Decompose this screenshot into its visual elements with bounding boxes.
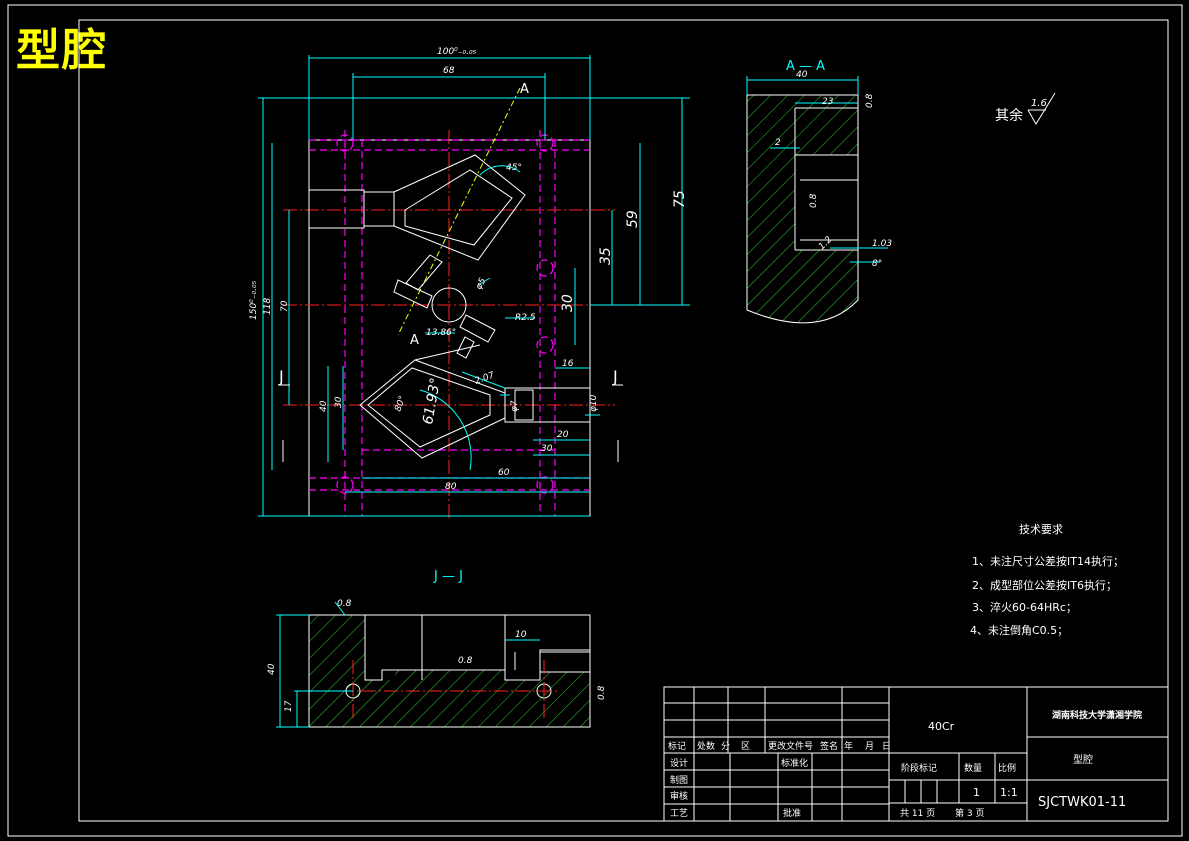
roughness-rest: 其余 1.6 [995,92,1056,125]
qty-value: 1 [973,786,980,799]
dim-45deg: 45° [506,163,522,173]
part-name: 型腔 [1073,753,1093,766]
section-aa-view: A — A 40 23 0.8 2 0.8 1.2 1.03 8° [746,59,892,324]
dim-40: 40 [319,400,329,412]
section-label-j-left: J [278,367,284,386]
dim-phi5: φ5 [474,276,489,291]
dim-16: 16 [562,359,574,369]
rev-header-docno: 更改文件号 [768,740,813,752]
dim-118: 118 [263,298,273,315]
jj-dim-10: 10 [515,630,527,640]
tech-req-heading: 技术要求 [1019,523,1063,536]
row-process: 工艺 [670,808,688,819]
dim-59: 59 [625,210,641,228]
drawing-number: SJCTWK01-11 [1038,795,1126,810]
stage-label: 阶段标记 [901,762,937,774]
dim-20: 20 [557,430,569,440]
aa-dim-08b: 0.8 [809,193,819,208]
dim-100: 100⁰₋₀.₀₅ [437,47,477,57]
title-block: 标记 处数 分 区 更改文件号 签名 年 月 日 设计 制图 审核 工艺 标准化… [663,686,1169,822]
std-label: 标准化 [781,757,808,769]
dim-150: 150⁰₋₀.₀₅ [249,280,259,320]
inner-frame [78,19,1169,822]
rev-header-sign: 签名 [820,740,838,752]
dim-r25: R2.5 [515,313,536,323]
aa-dim-8deg: 8° [872,259,882,269]
aa-dim-23: 23 [822,97,834,107]
material: 40Cr [928,720,955,733]
dim-30v: 30 [560,294,576,312]
rev-header-month: 月 [865,741,874,752]
jj-dim-17: 17 [284,700,294,712]
tech-req-item-3: 3、淬火60-64HRc； [972,600,1077,614]
dim-phi7: φ7 [510,400,520,412]
aa-dim-103: 1.03 [872,239,892,249]
dim-80: 80 [445,482,457,492]
main-view: 100⁰₋₀.₀₅ 68 45° 75 59 35 30 150⁰₋₀.₀₅ 1… [249,47,690,520]
qty-label: 数量 [964,762,982,774]
aa-dim-08a: 0.8 [865,93,875,108]
section-label-a-bottom: A [410,333,419,348]
dim-30: 30 [334,396,344,408]
section-label-a-top: A [520,82,529,97]
section-jj-title: J — J [433,569,463,584]
dim-80deg: 80° [393,395,408,413]
outer-frame [7,4,1183,837]
row-draw: 制图 [670,774,688,786]
scale-value: 1:1 [1000,786,1018,799]
sheet-total: 共 11 页 [900,808,935,819]
rev-header-year: 年 [844,740,853,752]
dim-phi10: φ10 [589,394,599,412]
tech-req-item-4: 4、未注倒角C0.5； [970,623,1068,637]
rev-header-mark: 标记 [668,740,686,752]
jj-dim-40: 40 [267,663,277,675]
rev-header-part: 分 [721,741,730,752]
section-label-j-right: J [612,367,618,386]
rev-header-day: 日 [882,741,891,752]
main-dims [258,55,690,517]
dim-6193: 61.93° [420,377,444,426]
dim-68: 68 [443,66,455,76]
aa-dim-40: 40 [796,70,808,80]
drawing-title: 型腔 [16,25,108,76]
dim-70: 70 [280,300,290,312]
roughness-rest-label: 其余 [995,107,1023,124]
dim-35: 35 [598,247,614,265]
technical-requirements: 技术要求 1、未注尺寸公差按IT14执行； 2、成型部位公差按IT6执行； 3、… [970,523,1124,637]
dim-30b: 30 [541,444,553,454]
jj-dim-08a: 0.8 [337,599,352,609]
jj-dim-08c: 0.8 [597,685,607,700]
roughness-rest-value: 1.6 [1031,98,1047,109]
dim-1386: 13.86° [426,328,456,338]
dim-60: 60 [498,468,510,478]
roughness-symbol [1027,92,1056,125]
tech-req-item-2: 2、成型部位公差按IT6执行； [972,578,1117,592]
sheet-no: 第 3 页 [955,807,984,819]
jj-dim-08b: 0.8 [458,656,473,666]
rev-header-count: 处数 [697,740,715,752]
row-design: 设计 [670,757,688,769]
dim-75: 75 [672,190,688,208]
aa-dim-2: 2 [775,138,781,148]
section-jj-view: J — J 0.8 10 0.8 40 17 0.8 [267,569,607,728]
approve-label: 批准 [783,807,801,819]
rev-header-zone: 区 [741,741,750,752]
school-name: 湖南科技大学潇湘学院 [1052,709,1142,721]
section-aa-title: A — A [786,59,825,74]
scale-label: 比例 [998,762,1016,774]
tech-req-item-1: 1、未注尺寸公差按IT14执行； [972,554,1124,568]
dim-207: 2.07 [474,370,497,386]
row-check: 审核 [670,790,688,802]
